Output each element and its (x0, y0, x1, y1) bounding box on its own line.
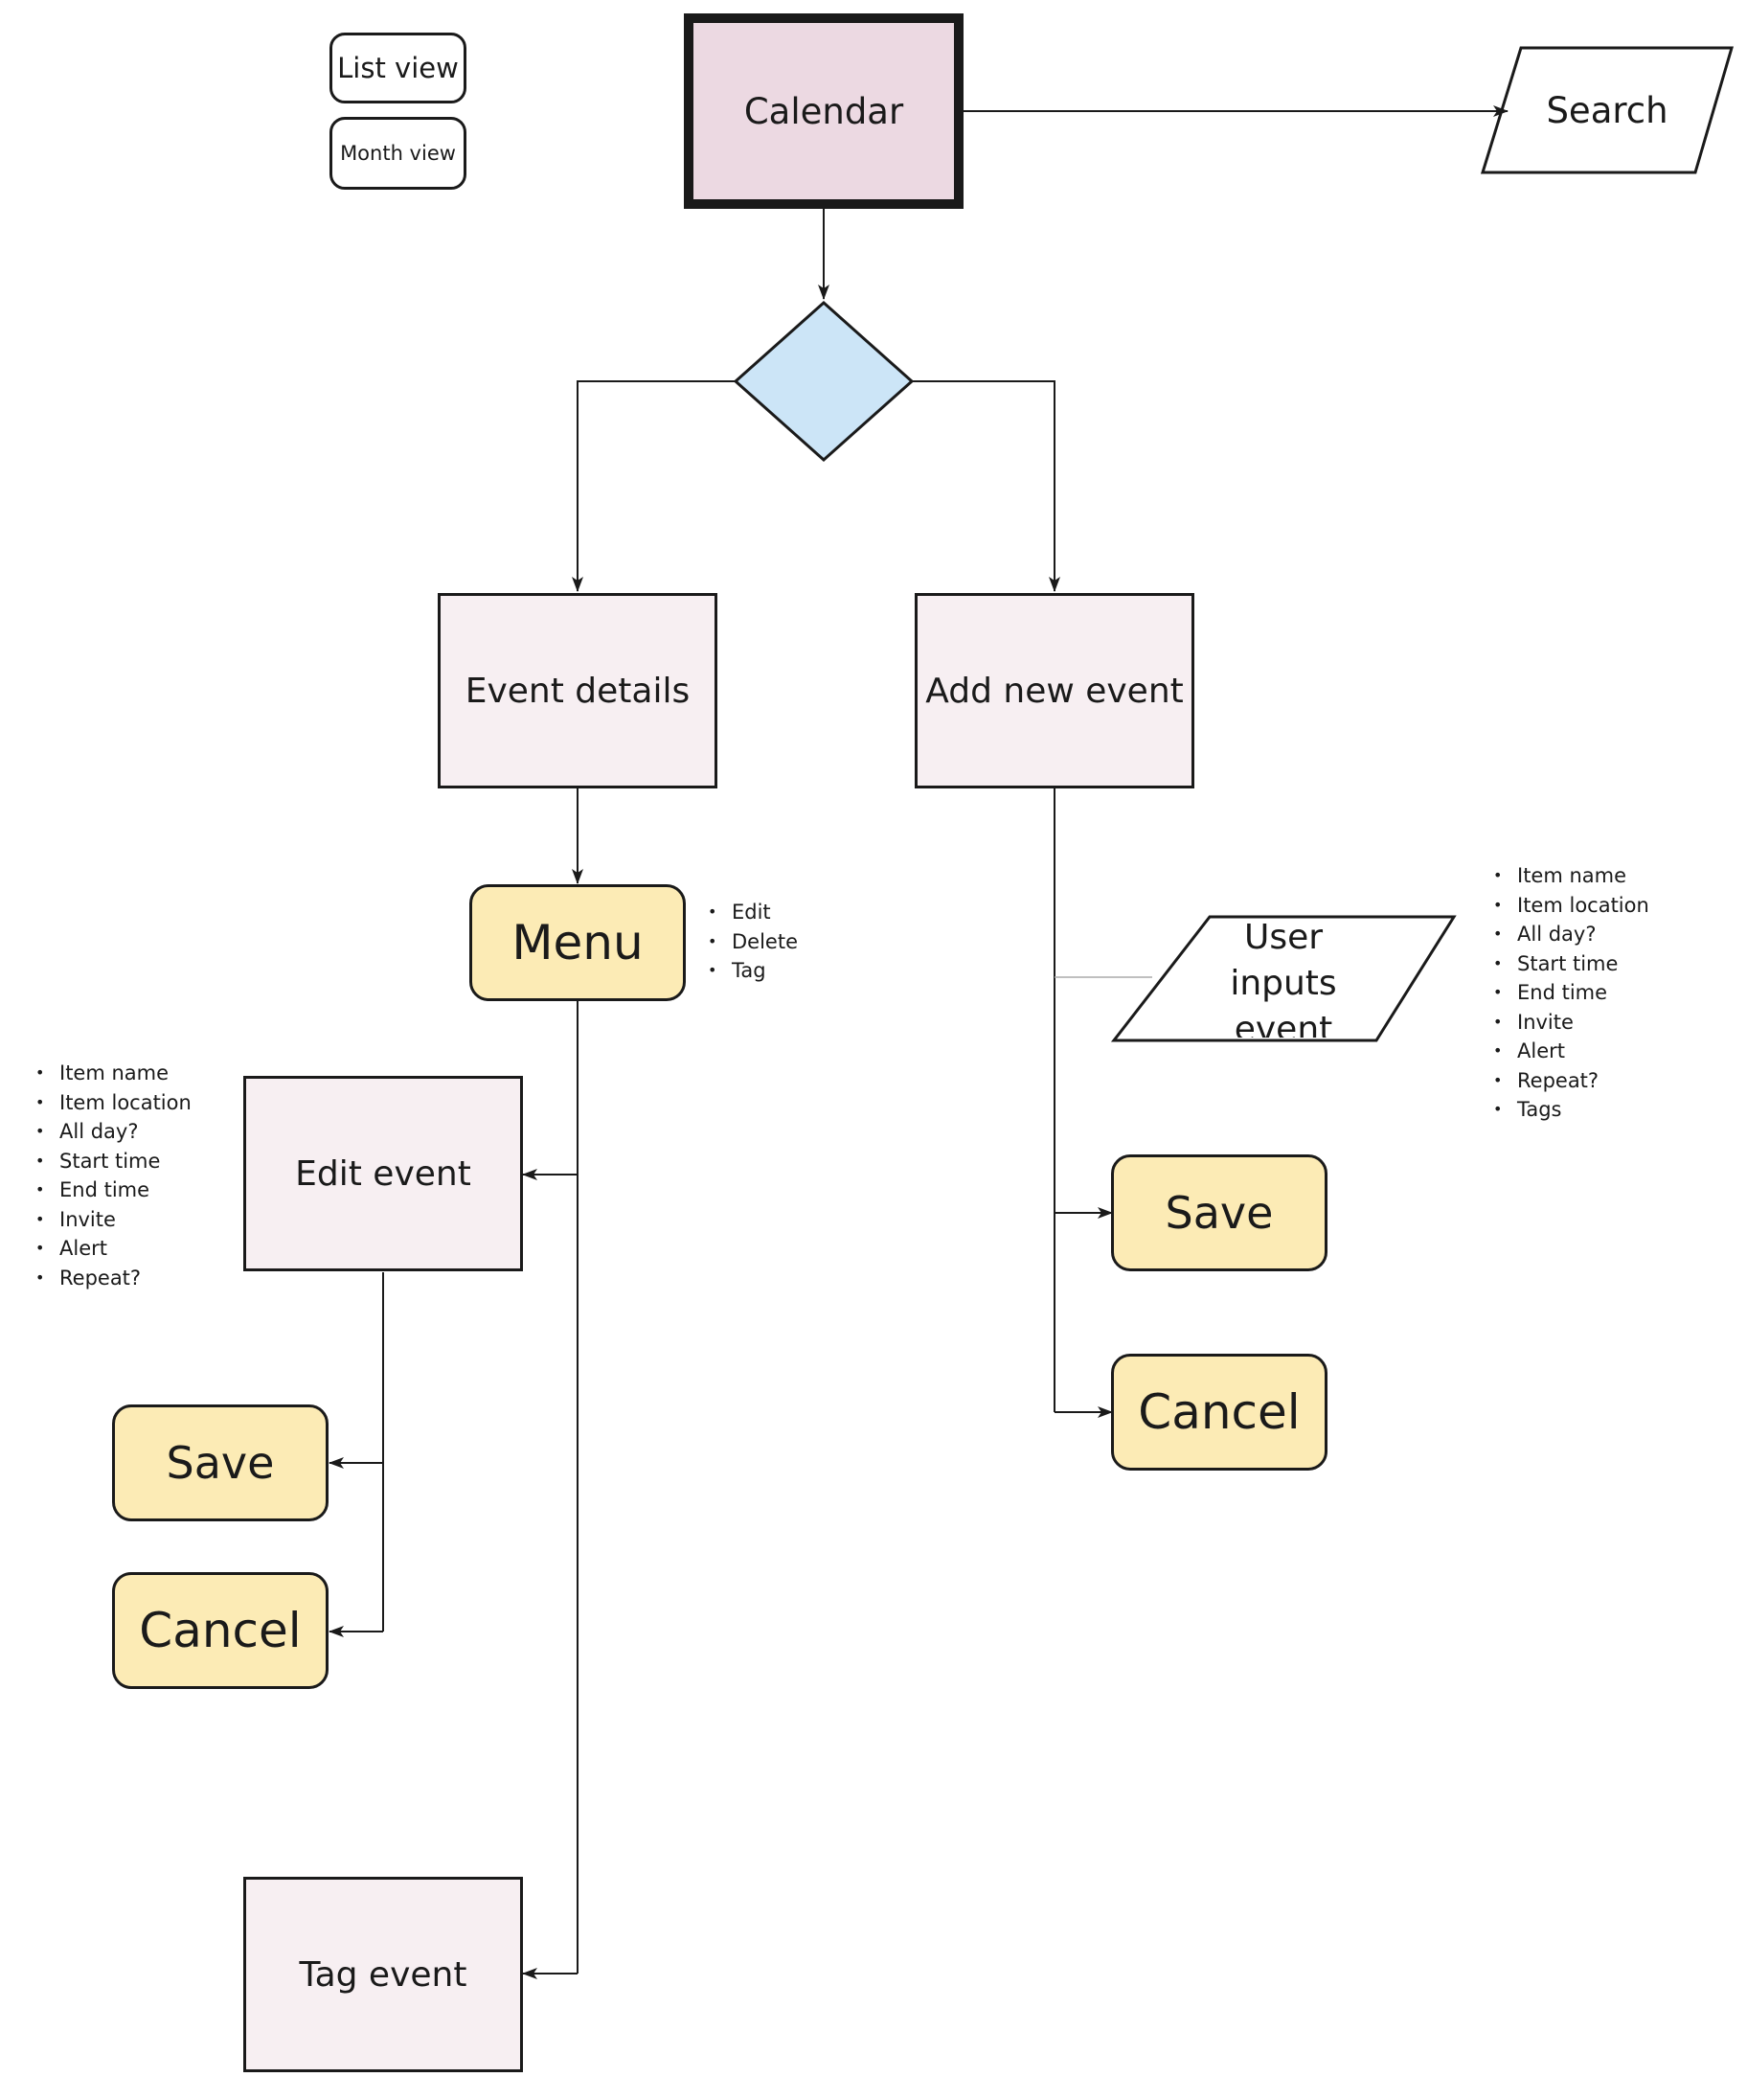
edit-event-field: Alert (35, 1234, 192, 1264)
menu-option-tag: Tag (708, 956, 798, 986)
new-event-field: Start time (1493, 949, 1649, 979)
cancel-left-button[interactable]: Cancel (112, 1572, 329, 1689)
search-node-label[interactable]: Search (1546, 89, 1668, 131)
new-event-fields-list: Item name Item location All day? Start t… (1493, 861, 1649, 1125)
edge-decision-event-details (572, 380, 736, 592)
user-inputs-shape (1110, 915, 1457, 1042)
new-event-field: Invite (1493, 1008, 1649, 1038)
tag-event-node[interactable]: Tag event (243, 1877, 523, 2072)
menu-options-list: Edit Delete Tag (708, 898, 798, 986)
new-event-field: Tags (1493, 1095, 1649, 1125)
new-event-field: Item name (1493, 861, 1649, 891)
save-right-button[interactable]: Save (1111, 1154, 1327, 1271)
new-event-field: End time (1493, 978, 1649, 1008)
edit-event-node[interactable]: Edit event (243, 1076, 523, 1271)
edit-event-field: Repeat? (35, 1264, 192, 1293)
new-event-field: Repeat? (1493, 1066, 1649, 1096)
new-event-field: Item location (1493, 891, 1649, 921)
edit-event-field: Invite (35, 1205, 192, 1235)
edit-event-field: Item name (35, 1059, 192, 1088)
search-shape (1480, 46, 1735, 174)
user-inputs-event-label[interactable]: User inputs event (1230, 918, 1337, 1038)
month-view-button[interactable]: Month view (329, 117, 466, 190)
edge-decision-add-new-event (912, 380, 1060, 592)
edit-event-fields-list: Item name Item location All day? Start t… (35, 1059, 192, 1292)
event-details-node[interactable]: Event details (438, 593, 717, 788)
decision-diamond (733, 300, 915, 463)
add-new-event-node[interactable]: Add new event (915, 593, 1194, 788)
new-event-field: Alert (1493, 1037, 1649, 1066)
edit-event-field: End time (35, 1176, 192, 1205)
edit-event-field: Start time (35, 1147, 192, 1176)
new-event-field: All day? (1493, 920, 1649, 949)
menu-option-delete: Delete (708, 927, 798, 957)
menu-option-edit: Edit (708, 898, 798, 927)
list-view-button[interactable]: List view (329, 33, 466, 103)
edit-event-field: Item location (35, 1088, 192, 1118)
calendar-node[interactable]: Calendar (684, 13, 964, 209)
menu-node[interactable]: Menu (469, 884, 686, 1001)
edit-event-field: All day? (35, 1117, 192, 1147)
save-left-button[interactable]: Save (112, 1404, 329, 1521)
cancel-right-button[interactable]: Cancel (1111, 1354, 1327, 1471)
